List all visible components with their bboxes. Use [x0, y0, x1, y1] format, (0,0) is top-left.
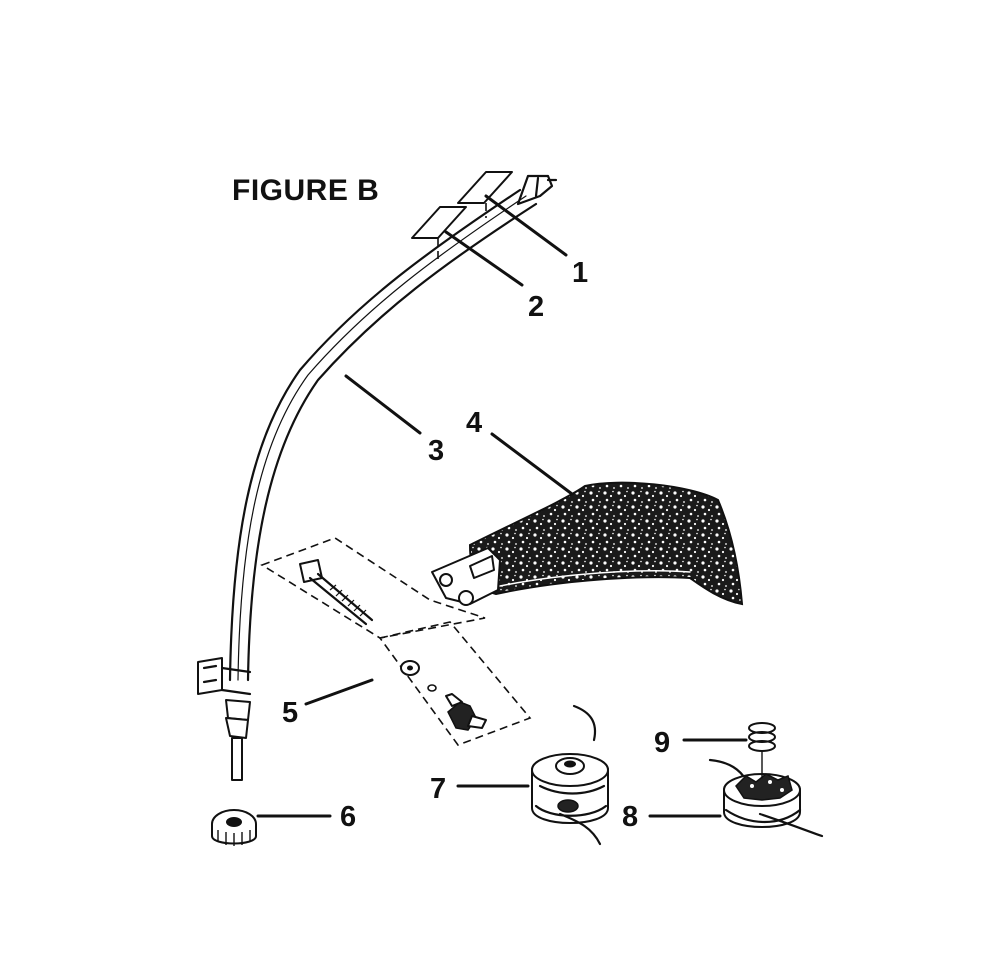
- part-5-hardware-kit: [260, 537, 532, 746]
- callout-1: 1: [572, 257, 588, 289]
- callout-2: 2: [528, 291, 544, 323]
- figure-title: FIGURE B: [232, 174, 380, 207]
- part-3-curved-shaft: [197, 174, 558, 781]
- part-1-label-decal: [457, 171, 513, 218]
- callout-5: 5: [282, 697, 298, 729]
- callout-8: 8: [622, 801, 638, 833]
- callout-labels: 1 2 3 4 5 6 7 8 9: [282, 257, 670, 833]
- leader-3: [344, 374, 422, 435]
- leader-1: [484, 194, 568, 257]
- part-9-spring: [748, 722, 776, 779]
- part-4-grass-deflector: [431, 481, 744, 606]
- leader-4: [490, 432, 574, 496]
- leader-lines: [256, 194, 748, 818]
- part-2-label-decal: [411, 206, 467, 262]
- callout-6: 6: [340, 801, 356, 833]
- leader-2: [444, 230, 524, 287]
- part-8-spool-assembly: [708, 758, 824, 838]
- part-6-knob-nut: [211, 809, 257, 846]
- leader-5: [304, 678, 374, 706]
- callout-7: 7: [430, 773, 446, 805]
- callout-9: 9: [654, 727, 670, 759]
- callout-3: 3: [428, 435, 444, 467]
- callout-4: 4: [466, 407, 482, 439]
- part-7-trimmer-head: [531, 704, 609, 846]
